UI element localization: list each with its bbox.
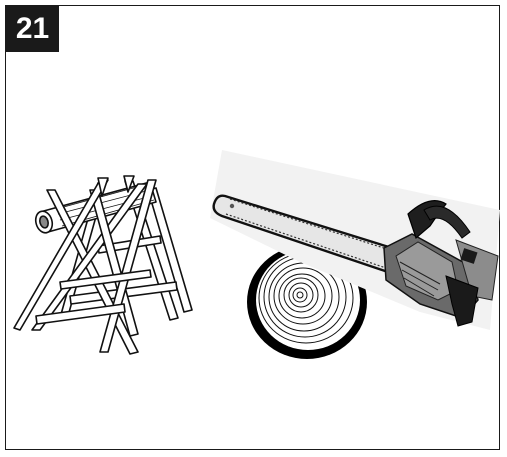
figure-number-badge: 21 xyxy=(6,6,59,52)
chainsaw-icon xyxy=(210,150,500,330)
sawhorse-with-log-icon xyxy=(13,175,193,355)
